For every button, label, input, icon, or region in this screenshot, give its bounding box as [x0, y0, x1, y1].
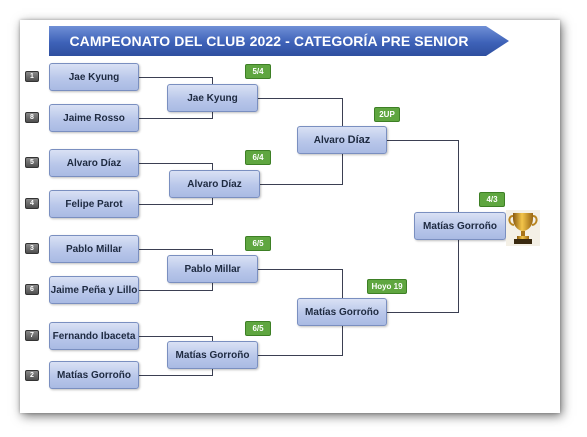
connector-line [257, 355, 343, 356]
quarterfinal-winner-box: Jae Kyung [167, 84, 258, 112]
quarterfinal-score-badge: 6/5 [245, 236, 271, 251]
round1-player-box: Jaime Peña y Lillo [49, 276, 139, 304]
connector-line [138, 290, 213, 291]
quarterfinal-winner-box: Alvaro Díaz [169, 170, 260, 198]
seed-badge: 8 [25, 112, 39, 123]
quarterfinal-score-badge: 5/4 [245, 64, 271, 79]
connector-line [257, 269, 343, 270]
seed-badge: 6 [25, 284, 39, 295]
connector-line [386, 140, 459, 141]
semifinal-winner-first-name: Alvaro [313, 134, 348, 146]
semifinal-winner-box: Alvaro Díaz [297, 126, 387, 154]
title-banner [49, 26, 509, 56]
connector-line [138, 163, 213, 164]
champion-box: Matías Gorroño [414, 212, 506, 240]
quarterfinal-score-badge: 6/4 [245, 150, 271, 165]
semifinal-score-badge: 2UP [374, 107, 400, 122]
seed-badge: 5 [25, 157, 39, 168]
round1-player-box: Alvaro Díaz [49, 149, 139, 177]
semifinal-score-badge: Hoyo 19 [367, 279, 407, 294]
seed-badge: 4 [25, 198, 39, 209]
seed-badge: 1 [25, 71, 39, 82]
semifinal-winner-box: Matías Gorroño [297, 298, 387, 326]
connector-line [138, 336, 213, 337]
quarterfinal-score-badge: 6/5 [245, 321, 271, 336]
round1-player-box: Jaime Rosso [49, 104, 139, 132]
connector-line [138, 204, 213, 205]
connector-line [138, 118, 213, 119]
quarterfinal-winner-box: Matías Gorroño [167, 341, 258, 369]
semifinal-winner-last-name: Díaz [347, 134, 371, 146]
connector-line [386, 312, 459, 313]
connector-line [257, 98, 343, 99]
seed-badge: 7 [25, 330, 39, 341]
final-score-badge: 4/3 [479, 192, 505, 207]
quarterfinal-winner-box: Pablo Millar [167, 255, 258, 283]
connector-line [138, 77, 213, 78]
seed-badge: 3 [25, 243, 39, 254]
round1-player-box: Felipe Parot [49, 190, 139, 218]
bracket-title: CAMPEONATO DEL CLUB 2022 - CATEGORÍA PRE… [69, 33, 469, 49]
round1-player-box: Pablo Millar [49, 235, 139, 263]
seed-badge: 2 [25, 370, 39, 381]
round1-player-box: Jae Kyung [49, 63, 139, 91]
round1-player-box: Matías Gorroño [49, 361, 139, 389]
connector-line [138, 249, 213, 250]
trophy-icon [506, 210, 540, 246]
round1-player-box: Fernando Ibaceta [49, 322, 139, 350]
connector-line [259, 184, 343, 185]
connector-line [138, 375, 213, 376]
